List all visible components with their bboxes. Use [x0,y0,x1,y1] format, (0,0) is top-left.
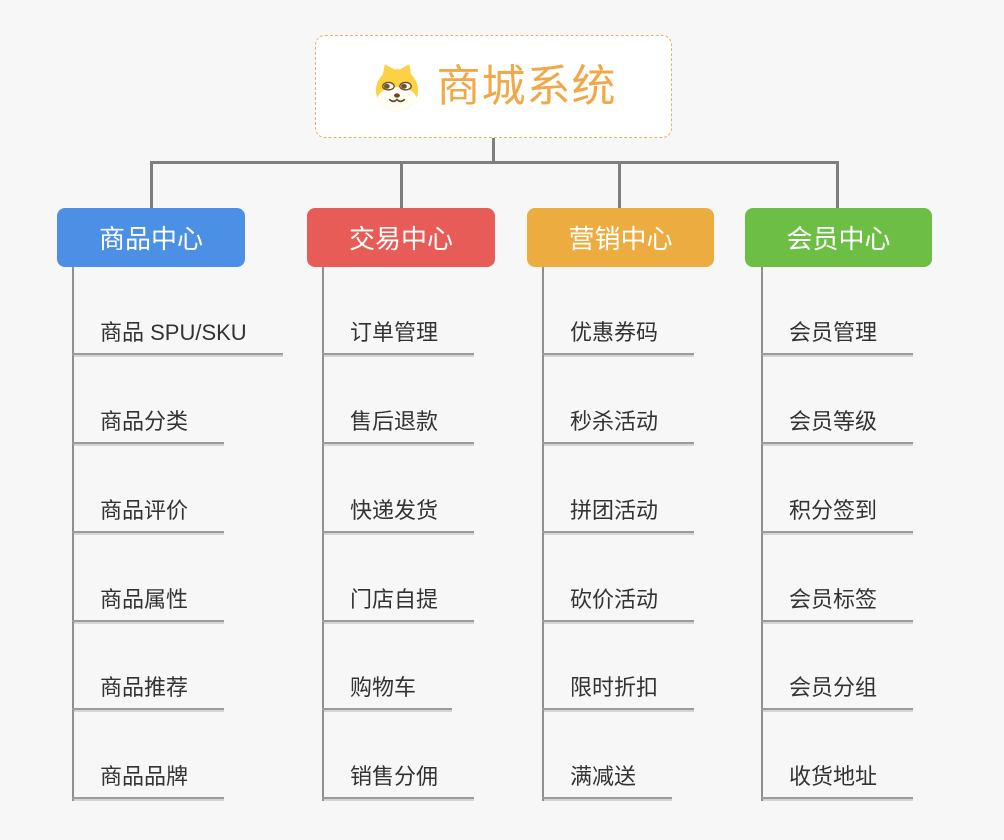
connector-drop-trade [400,161,403,210]
connector-column-member [761,267,763,801]
root-node-mall-system[interactable]: 商城系统 [315,35,672,138]
leaf-product-brand[interactable]: 商品品牌 [72,759,225,799]
connector-column-marketing [542,267,544,801]
leaf-member-management[interactable]: 会员管理 [761,315,914,355]
leaf-coupon-code[interactable]: 优惠券码 [542,315,695,355]
leaf-flash-sale[interactable]: 秒杀活动 [542,404,695,444]
connector-drop-member [836,161,839,210]
leaf-points-checkin[interactable]: 积分签到 [761,493,914,533]
leaf-product-review[interactable]: 商品评价 [72,493,225,533]
leaf-after-sale-refund[interactable]: 售后退款 [322,404,475,444]
root-title: 商城系统 [436,61,617,111]
leaf-shipping-address[interactable]: 收货地址 [761,759,914,799]
leaf-time-limited-discount[interactable]: 限时折扣 [542,670,695,710]
leaf-member-group[interactable]: 会员分组 [761,670,914,710]
branch-product-center[interactable]: 商品中心 [57,208,245,267]
leaf-member-tag[interactable]: 会员标签 [761,582,914,622]
leaf-express-delivery[interactable]: 快递发货 [322,493,475,533]
leaf-product-recommend[interactable]: 商品推荐 [72,670,225,710]
leaf-shopping-cart[interactable]: 购物车 [322,670,453,710]
branch-member-center[interactable]: 会员中心 [745,208,932,267]
connector-column-product [72,267,74,801]
leaf-store-pickup[interactable]: 门店自提 [322,582,475,622]
connector-root-stem [492,138,495,164]
leaf-product-attribute[interactable]: 商品属性 [72,582,225,622]
connector-column-trade [322,267,324,801]
leaf-product-category[interactable]: 商品分类 [72,404,225,444]
leaf-member-level[interactable]: 会员等级 [761,404,914,444]
leaf-product-spu-sku[interactable]: 商品 SPU/SKU [72,315,283,355]
connector-drop-marketing [618,161,621,210]
branch-trade-center[interactable]: 交易中心 [307,208,495,267]
leaf-full-reduction[interactable]: 满减送 [542,759,673,799]
connector-horizontal [150,161,839,164]
connector-drop-product [150,161,153,210]
dog-face-icon [371,61,423,113]
leaf-order-management[interactable]: 订单管理 [322,315,475,355]
leaf-group-buy[interactable]: 拼团活动 [542,493,695,533]
leaf-sales-commission[interactable]: 销售分佣 [322,759,475,799]
branch-marketing-center[interactable]: 营销中心 [527,208,714,267]
leaf-bargain-activity[interactable]: 砍价活动 [542,582,695,622]
